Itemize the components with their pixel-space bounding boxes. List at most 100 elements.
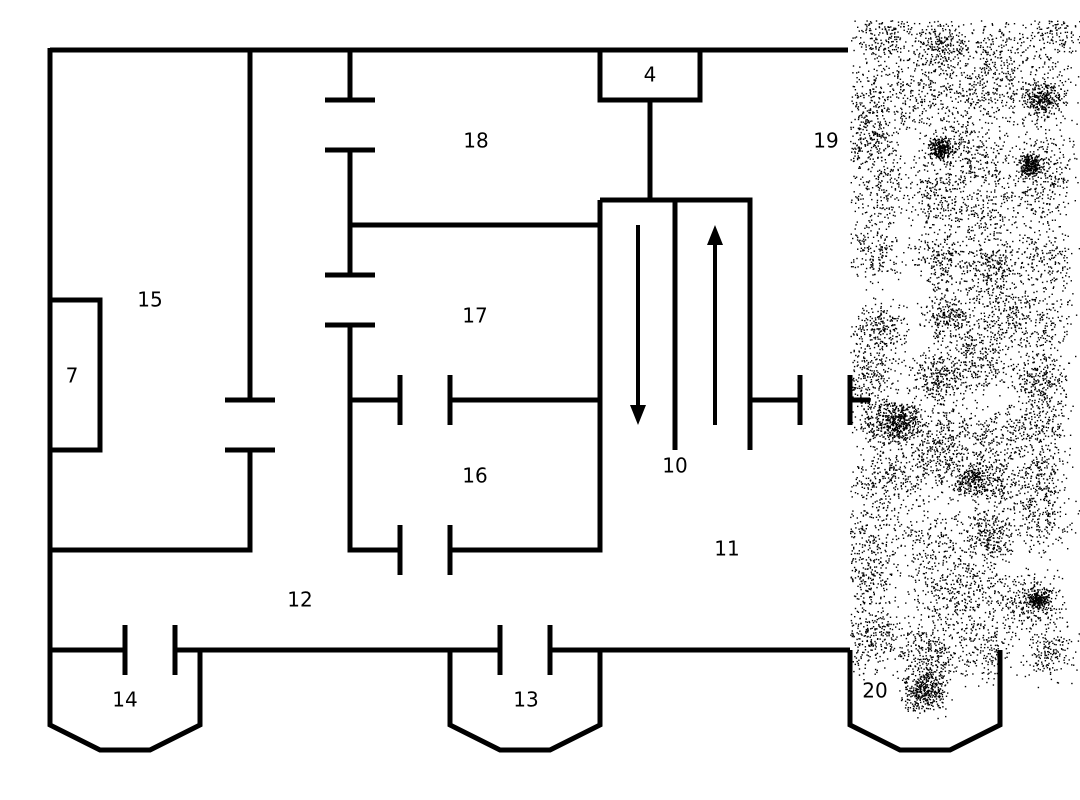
noise-speck [1024,306,1027,308]
noise-speck [943,308,945,311]
noise-speck [1036,345,1038,348]
noise-speck [966,280,968,283]
noise-speck [1028,113,1030,116]
noise-speck [881,109,883,111]
noise-speck [1019,239,1021,242]
noise-speck [874,317,877,319]
noise-speck [991,100,993,103]
noise-speck [994,73,996,75]
noise-speck [863,249,865,252]
noise-speck [982,67,984,69]
noise-speck [952,248,954,251]
noise-speck [891,249,893,251]
noise-speck [858,207,860,209]
noise-speck [853,191,855,193]
noise-speck [959,211,961,213]
noise-speck [991,23,993,25]
noise-speck [916,63,918,66]
noise-speck [897,81,900,84]
noise-speck [975,149,977,151]
noise-speck [1057,207,1059,209]
noise-speck [1054,175,1057,178]
noise-speck [1042,349,1045,351]
noise-speck [925,319,927,321]
noise-speck [1027,99,1029,101]
noise-speck [935,41,937,43]
noise-speck [981,217,984,219]
noise-speck [962,131,964,134]
noise-speck [1007,182,1009,185]
noise-speck [1056,76,1059,78]
noise-speck [895,262,897,265]
noise-speck [1020,70,1022,72]
noise-speck [980,288,982,290]
noise-speck [988,260,990,263]
noise-speck [868,403,871,406]
noise-speck [1040,192,1042,194]
noise-speck [985,42,987,44]
noise-speck [856,94,859,97]
noise-speck [876,38,878,41]
noise-speck [997,211,999,214]
noise-speck [926,222,928,224]
noise-speck [854,210,856,213]
noise-speck [949,168,951,170]
noise-speck [949,164,952,167]
noise-speck [999,278,1002,280]
noise-speck [929,83,932,85]
noise-speck [1009,73,1011,76]
noise-speck [907,195,909,197]
noise-speck [853,157,855,160]
noise-speck [899,38,901,41]
noise-speck [1002,300,1004,303]
noise-speck [1055,178,1057,180]
noise-speck [935,329,937,331]
noise-speck [875,133,877,135]
noise-speck [979,153,981,155]
noise-speck [870,154,873,156]
noise-speck [955,196,957,198]
noise-speck [1044,287,1046,289]
noise-speck [926,182,929,184]
noise-speck [972,101,975,103]
noise-speck [970,166,973,168]
noise-speck [921,111,924,113]
noise-speck [867,80,869,82]
noise-speck [879,91,881,93]
noise-speck [972,280,974,282]
noise-speck [947,305,949,307]
noise-speck [880,320,882,323]
noise-speck [1051,30,1053,32]
noise-speck [860,37,862,39]
noise-speck [880,312,882,314]
noise-speck [998,30,1000,33]
noise-speck [1033,299,1035,301]
noise-speck [928,86,930,88]
noise-speck [907,28,910,30]
noise-speck [964,36,966,38]
noise-speck [972,139,974,141]
noise-speck [860,131,862,134]
noise-speck [955,231,957,234]
noise-speck [876,206,878,208]
noise-speck [1065,104,1067,106]
noise-speck [1033,79,1036,82]
noise-speck [951,278,953,280]
noise-speck [987,316,990,319]
noise-speck [880,124,882,126]
noise-speck [974,153,976,156]
noise-speck [1016,251,1018,253]
noise-speck [1000,257,1002,259]
noise-speck [965,45,967,47]
noise-speck [995,274,997,276]
noise-speck [1004,134,1006,137]
noise-speck [1030,145,1032,147]
noise-speck [1028,83,1030,85]
noise-speck [1009,80,1011,82]
noise-speck [1030,204,1032,206]
noise-speck [960,278,963,280]
noise-speck [1035,85,1037,87]
noise-speck [1018,161,1020,164]
noise-speck [934,243,937,246]
noise-speck [910,224,912,227]
